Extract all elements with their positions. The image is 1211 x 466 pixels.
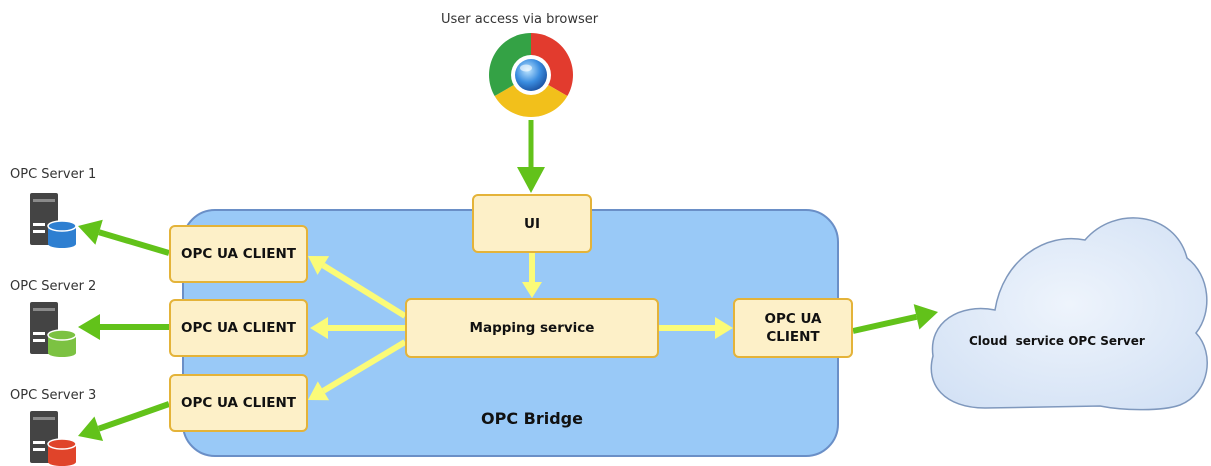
opc-ua-client-cloud-label: OPC UA CLIENT xyxy=(764,311,822,345)
browser-caption: User access via browser xyxy=(441,12,599,27)
cloud-shape xyxy=(930,217,1208,411)
ui-box-label: UI xyxy=(524,215,540,232)
arrow-browser-to-ui xyxy=(517,120,545,193)
arrow-mapping-to-client-3 xyxy=(308,339,407,401)
arrow-client-2-to-server-2 xyxy=(78,314,169,340)
opc-ua-client-label-3: OPC UA CLIENT xyxy=(181,395,296,411)
server-database-icon xyxy=(30,302,77,357)
arrow-mapping-to-client-2 xyxy=(310,317,405,339)
mapping-service-box[interactable]: Mapping service xyxy=(405,298,659,358)
opc-ua-client-label-2: OPC UA CLIENT xyxy=(181,320,296,336)
arrow-client-1-to-server-1 xyxy=(78,219,170,256)
chrome-browser-icon[interactable] xyxy=(489,33,573,117)
arrow-mapping-to-cloud-client xyxy=(659,317,733,339)
arrow-client-3-to-server-3 xyxy=(78,401,170,441)
server-1-label: OPC Server 1 xyxy=(10,167,97,182)
server-database-icon xyxy=(30,411,77,466)
server-database-icon xyxy=(30,193,77,248)
cloud-service-label: Cloud service OPC Server xyxy=(969,334,1145,348)
arrow-ui-to-mapping xyxy=(522,253,542,298)
opc-bridge-label: OPC Bridge xyxy=(481,409,583,428)
arrow-cloud-client-to-cloud xyxy=(852,304,938,334)
opc-ua-client-box-1[interactable]: OPC UA CLIENT xyxy=(169,225,308,283)
server-3-label: OPC Server 3 xyxy=(10,388,97,403)
opc-ua-client-label-1: OPC UA CLIENT xyxy=(181,246,296,262)
opc-ua-client-box-3[interactable]: OPC UA CLIENT xyxy=(169,374,308,432)
mapping-service-label: Mapping service xyxy=(469,320,595,336)
opc-ua-client-box-2[interactable]: OPC UA CLIENT xyxy=(169,299,308,357)
server-2-label: OPC Server 2 xyxy=(10,279,97,294)
arrow-mapping-to-client-1 xyxy=(308,256,407,319)
opc-ua-client-cloud-box[interactable]: OPC UA CLIENT xyxy=(733,298,853,358)
ui-box[interactable]: UI xyxy=(472,194,592,253)
